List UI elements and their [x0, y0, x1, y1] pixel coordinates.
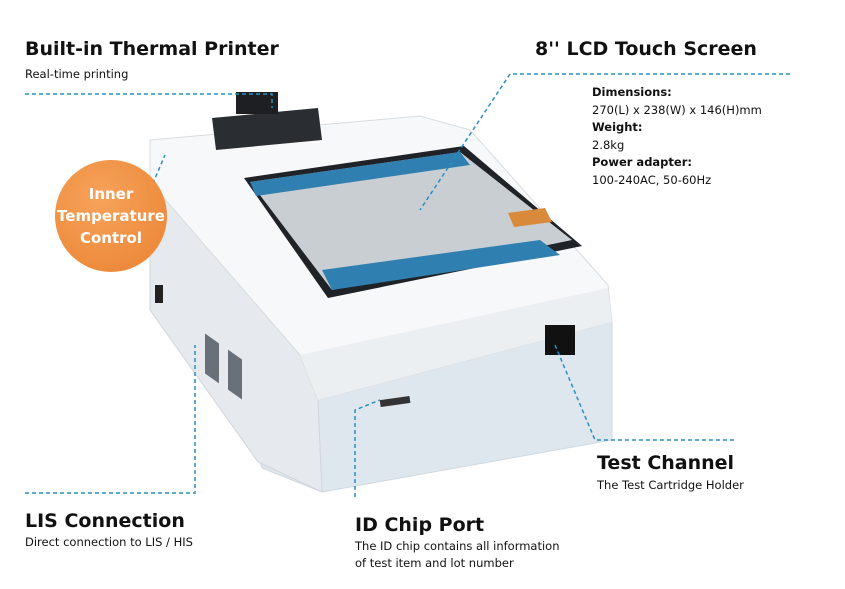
lis-port-2: [228, 349, 242, 400]
specifications: Dimensions: 270(L) x 238(W) x 146(H)mm W…: [592, 84, 762, 189]
screen-callout-line: [419, 73, 790, 211]
power-value: 100-240AC, 50-60Hz: [592, 172, 712, 187]
dimensions-value: 270(L) x 238(W) x 146(H)mm: [592, 102, 762, 117]
id-chip-line1: The ID chip contains all information: [355, 539, 560, 553]
dimensions-label: Dimensions:: [592, 85, 672, 99]
callout-lines: [25, 73, 790, 497]
temperature-line3: Control: [79, 229, 142, 247]
id-chip-title: ID Chip Port: [355, 514, 485, 536]
power-label: Power adapter:: [592, 155, 692, 169]
printer-subtitle: Real-time printing: [25, 67, 129, 81]
screen-toolbar: [250, 152, 470, 196]
id-chip-callout-line: [354, 399, 381, 497]
lis-subtitle: Direct connection to LIS / HIS: [25, 535, 193, 549]
lis-callout-line: [25, 345, 196, 494]
printer-callout-line: [25, 93, 273, 108]
weight-label: Weight:: [592, 120, 643, 134]
lis-title: LIS Connection: [25, 510, 185, 532]
lis-port: [205, 333, 219, 384]
test-channel-slot: [545, 325, 575, 355]
temperature-line2: Temperature: [57, 207, 165, 225]
printer: [212, 108, 322, 150]
weight-value: 2.8kg: [592, 137, 625, 152]
screen-title: 8'' LCD Touch Screen: [535, 38, 757, 60]
power-switch: [155, 285, 163, 303]
id-chip-slot: [379, 395, 411, 408]
temperature-line1: Inner: [88, 185, 134, 203]
lid-front-edge: [300, 288, 612, 400]
screen-bottom-bar: [322, 240, 560, 290]
id-chip-line2: of test item and lot number: [355, 556, 514, 570]
test-channel-callout-line: [554, 344, 735, 441]
test-channel-subtitle: The Test Cartridge Holder: [597, 478, 744, 492]
printer-head: [236, 92, 278, 114]
temperature-callout-line: [149, 154, 166, 191]
printer-title: Built-in Thermal Printer: [25, 38, 279, 60]
test-channel-title: Test Channel: [597, 452, 735, 474]
temperature-badge: Inner Temperature Control: [55, 160, 167, 272]
screen-start-button: [508, 208, 552, 227]
